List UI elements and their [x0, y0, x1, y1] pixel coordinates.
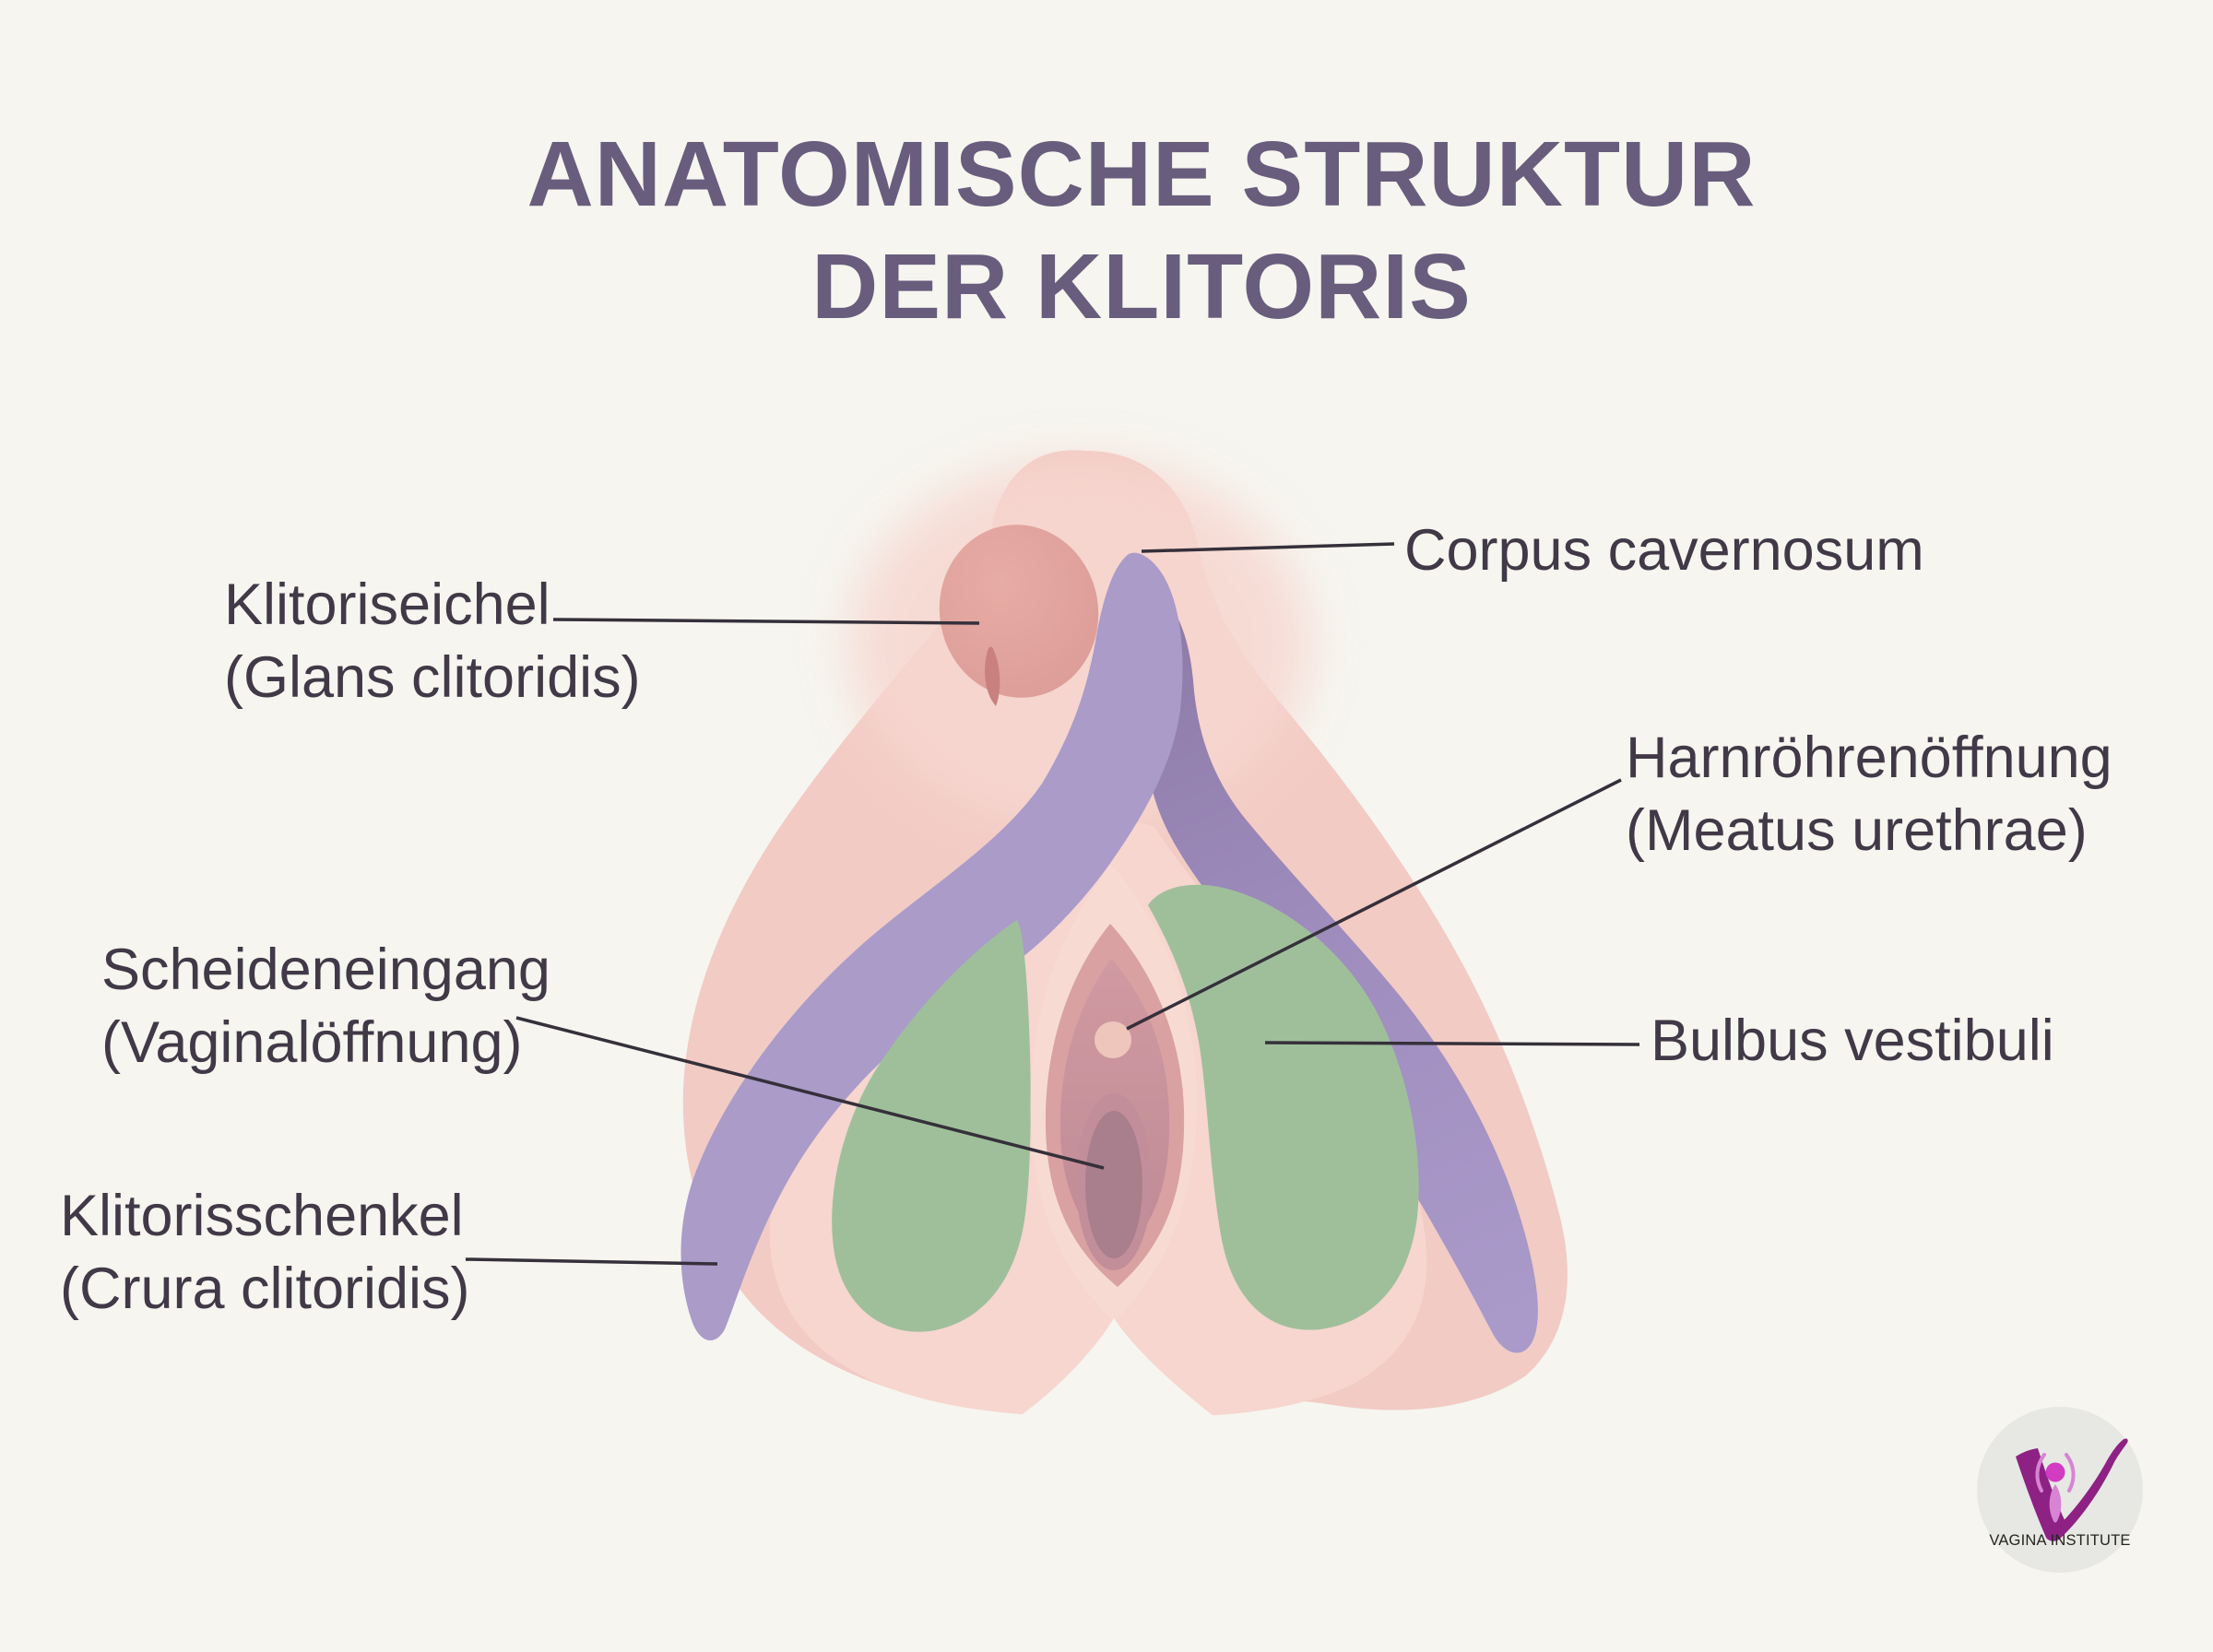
urethral-opening-shape	[1095, 1021, 1131, 1058]
logo-v-right-arm	[2046, 1438, 2128, 1541]
corpus-cavernosum-left-crus-shape	[680, 552, 1183, 1341]
label-klitoriseichel-line1: Klitoriseichel	[224, 572, 550, 637]
label-bulbus-vestibuli-line1: Bulbus vestibuli	[1651, 1009, 2054, 1073]
logo-figure-arms	[2035, 1453, 2076, 1493]
label-harnroehrenoeffnung-line1: Harnröhrenöffnung	[1626, 726, 2112, 790]
bottom-cleft	[931, 1318, 1300, 1475]
anatomy-shapes	[680, 450, 1568, 1475]
label-scheideneingang-line1: Scheideneingang	[101, 938, 550, 1002]
label-scheideneingang-line2: (Vaginalöffnung)	[101, 1010, 523, 1075]
bulbus-vestibuli-right-shape	[1148, 884, 1419, 1330]
pointer-line-klitorisschenkel	[465, 1257, 718, 1266]
pointer-line-scheideneingang	[515, 1016, 1105, 1170]
page-title-line1: ANATOMISCHE STRUKTUR	[527, 123, 1757, 226]
label-corpus-cavernosum: Corpus cavernosum	[1404, 514, 1924, 587]
pointer-line-corpus	[1141, 542, 1395, 553]
glans-clitoridis-shape	[939, 525, 1099, 698]
label-klitorisschenkel-line2: (Crura clitoridis)	[60, 1257, 470, 1321]
page-title: ANATOMISCHE STRUKTUR DER KLITORIS	[35, 118, 2213, 343]
label-scheideneingang: Scheideneingang (Vaginalöffnung)	[101, 934, 550, 1080]
pointer-line-harnroehrenoeffnung	[1126, 778, 1622, 1031]
logo-figure-body	[2049, 1484, 2062, 1523]
logo-wordmark: VAGINA INSTITUTE	[1989, 1532, 2131, 1549]
label-klitorisschenkel: Klitorisschenkel (Crura clitoridis)	[60, 1180, 470, 1326]
pointer-line-klitoriseichel	[552, 618, 980, 625]
label-klitoriseichel: Klitoriseichel (Glans clitoridis)	[224, 569, 641, 714]
vaginal-opening-shape	[1085, 1111, 1142, 1258]
label-klitorisschenkel-line1: Klitorisschenkel	[60, 1184, 464, 1248]
pointer-lines	[465, 542, 1640, 1266]
logo-circle	[1977, 1407, 2143, 1573]
pointer-line-bulbus	[1264, 1041, 1640, 1046]
page-title-line2: DER KLITORIS	[811, 235, 1472, 338]
bulbus-vestibuli-left-shape	[832, 920, 1031, 1332]
label-harnroehrenoeffnung: Harnröhrenöffnung (Meatus urethrae)	[1626, 722, 2112, 867]
glans-crease	[985, 646, 1000, 706]
label-klitoriseichel-line2: (Glans clitoridis)	[224, 645, 641, 710]
vagina-institute-logo	[1977, 1407, 2143, 1573]
label-corpus-cavernosum-line1: Corpus cavernosum	[1404, 518, 1924, 583]
label-bulbus-vestibuli: Bulbus vestibuli	[1651, 1005, 2054, 1078]
label-harnroehrenoeffnung-line2: (Meatus urethrae)	[1626, 798, 2088, 863]
logo-figure-head	[2045, 1462, 2065, 1482]
